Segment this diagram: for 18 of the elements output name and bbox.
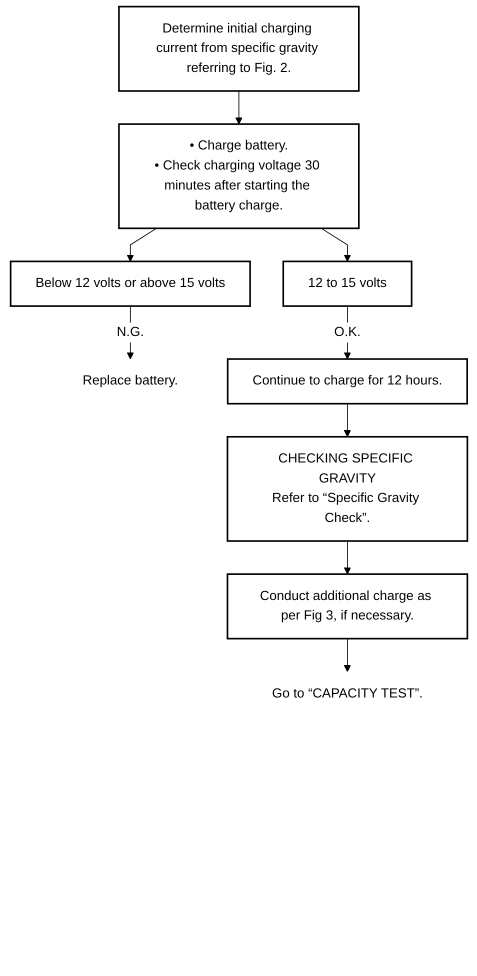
node-text: Replace battery. [82,374,178,388]
node-box [9,260,250,307]
edge-label: O.K. [334,325,360,340]
node-box [118,123,360,230]
node-box [118,6,360,92]
node-text: Go to “CAPACITY TEST”. [272,686,422,701]
arrow [126,228,156,262]
node-box [226,358,468,405]
arrow [234,90,242,124]
arrow [343,403,351,438]
node-box [282,260,412,307]
edge-label: N.G. [116,325,144,340]
arrow [320,228,351,262]
node-box [226,573,468,640]
arrow [343,540,351,574]
arrow [343,638,351,672]
flowchart: N.G. O.K. Determine initial charging current from specific gravity referring to Fig. 2. • Charge battery. • Check charging voltage 30 minutes after starting the battery charge. Below 12 volts or above 15 volts 12 to 15 volts Replace battery. Continue to charge for 12 hours. CHECKING SPECIFIC GRAVITY Refer to “Specific Gravity Check”. Conduct additional charge as per Fig 3, if necessary. Go to “CAPACITY TEST”. [4,0,474,724]
node-box [226,436,468,542]
